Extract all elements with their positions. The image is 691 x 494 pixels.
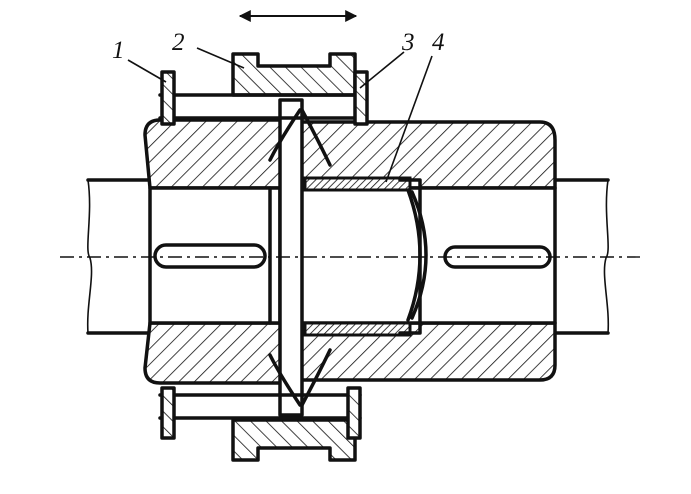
label-part-1: 1 [112, 37, 125, 64]
left-hub [143, 118, 284, 385]
right-hub [298, 120, 557, 382]
sliding-sleeve-bottom [158, 393, 362, 462]
right-shaft [553, 178, 610, 335]
label-part-3: 3 [401, 29, 415, 56]
leader-lines [127, 47, 433, 183]
sliding-sleeve-top-part-2 [158, 52, 362, 120]
end-plate-left-part-1 [160, 70, 176, 440]
label-part-2: 2 [172, 29, 185, 56]
left-shaft [86, 178, 152, 335]
label-part-4: 4 [432, 29, 445, 56]
center-toothed-flange [268, 98, 332, 417]
left-key-slot [153, 243, 267, 269]
